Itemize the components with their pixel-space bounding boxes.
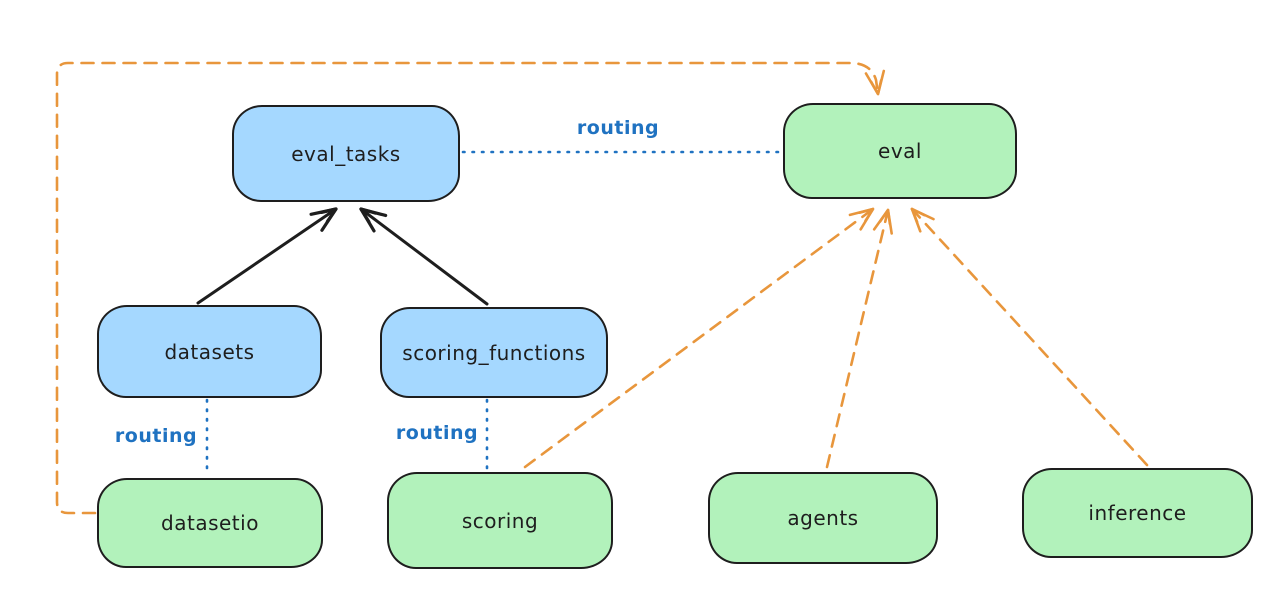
edge-datasets-to-eval-tasks (196, 207, 338, 305)
node-scoring: scoring (387, 472, 613, 569)
edge-scoring-functions-to-eval-tasks (359, 207, 489, 306)
node-scoring-functions: scoring_functions (380, 307, 608, 398)
node-datasetio-label: datasetio (161, 511, 259, 535)
node-eval-tasks-label: eval_tasks (291, 141, 401, 166)
node-agents: agents (708, 472, 938, 564)
edge-label-routing-eval-tasks-eval: routing (576, 117, 660, 139)
node-datasetio: datasetio (97, 478, 323, 568)
edge-agents-to-eval (825, 208, 893, 469)
node-datasets: datasets (97, 305, 322, 398)
node-inference: inference (1022, 468, 1253, 558)
node-eval: eval (783, 103, 1017, 199)
node-inference-label: inference (1088, 501, 1187, 525)
node-datasets-label: datasets (164, 339, 255, 364)
node-scoring-functions-label: scoring_functions (402, 340, 586, 365)
edge-label-routing-scoring-functions-scoring: routing (395, 422, 479, 444)
edge-inference-to-eval (910, 207, 1149, 467)
node-eval-label: eval (878, 139, 922, 163)
edge-label-routing-datasets-datasetio: routing (114, 425, 198, 447)
node-agents-label: agents (787, 506, 859, 530)
node-scoring-label: scoring (461, 508, 539, 533)
node-eval-tasks: eval_tasks (232, 105, 460, 202)
